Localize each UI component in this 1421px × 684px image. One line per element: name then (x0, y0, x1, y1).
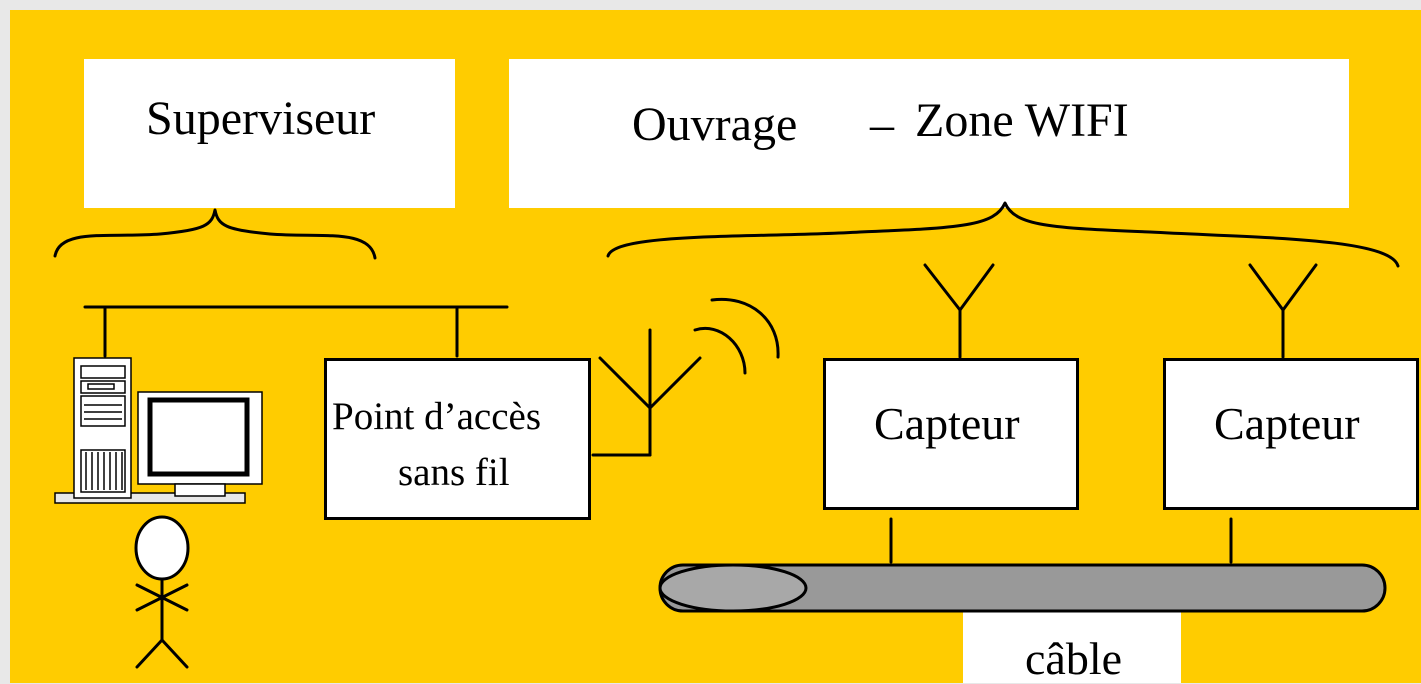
antenna-icon (1248, 263, 1318, 359)
computer-icon (54, 357, 263, 504)
sensor-box-2 (1163, 358, 1419, 510)
structure-label-left: Ouvrage (632, 98, 798, 151)
antenna-icon (923, 263, 995, 359)
structure-box (509, 59, 1349, 208)
access-point-box (324, 358, 591, 520)
access-point-label-line2: sans fil (398, 451, 510, 494)
supervisor-box (84, 59, 455, 208)
person-icon (134, 515, 190, 669)
access-point-label-line1: Point d’accès (332, 395, 542, 438)
structure-brace (606, 201, 1400, 268)
supervisor-label: Superviseur (146, 92, 376, 145)
cable-label-box (963, 612, 1181, 683)
structure-label-right: Zone WIFI (915, 94, 1129, 147)
cable-icon (658, 563, 1387, 613)
sensor-box-1 (823, 358, 1079, 510)
antenna-icon (591, 328, 702, 457)
sensor-label-1: Capteur (874, 398, 1020, 449)
structure-dash: – (870, 98, 894, 151)
supervisor-brace (53, 208, 377, 260)
cable-label: câble (1025, 633, 1123, 684)
wave-signal-icon (693, 297, 780, 375)
sensor-label-2: Capteur (1214, 398, 1360, 449)
